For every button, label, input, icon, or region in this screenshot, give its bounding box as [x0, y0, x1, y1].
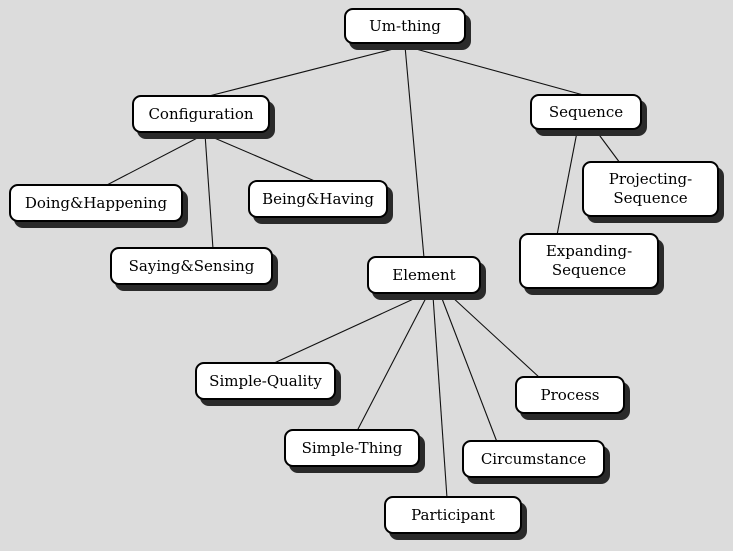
- node-label: Participant: [411, 505, 495, 524]
- node-label: Simple-Quality: [209, 371, 322, 390]
- edge-element-to-participant: [432, 295, 448, 499]
- node-label: Process: [540, 385, 600, 404]
- edge-element-to-simple-quality: [271, 295, 421, 365]
- node-label-line-2: Sequence: [551, 261, 627, 279]
- node-label: Doing&Happening: [24, 193, 168, 212]
- node-doing-happening: Doing&Happening: [9, 184, 183, 222]
- edge-um-thing-to-sequence: [404, 45, 588, 97]
- edge-element-to-circumstance: [440, 295, 498, 443]
- node-label: Um-thing: [369, 16, 441, 35]
- node-um-thing: Um-thing: [344, 8, 466, 44]
- node-label: Sequence: [548, 102, 624, 121]
- edge-sequence-to-expanding-sequence: [556, 131, 578, 236]
- node-participant: Participant: [384, 496, 522, 534]
- node-label: Configuration: [148, 104, 254, 123]
- edge-configuration-to-saying-sensing: [204, 133, 214, 250]
- node-configuration: Configuration: [132, 95, 270, 133]
- node-sequence: Sequence: [530, 94, 642, 130]
- node-simple-quality: Simple-Quality: [195, 362, 336, 400]
- node-label: Being&Having: [262, 189, 374, 208]
- node-simple-thing: Simple-Thing: [284, 429, 420, 467]
- node-label-line-1: Projecting-: [608, 170, 693, 188]
- edge-sequence-to-projecting-sequence: [596, 131, 621, 164]
- edge-um-thing-to-element: [404, 45, 425, 259]
- edge-um-thing-to-configuration: [204, 45, 406, 98]
- edge-element-to-process: [450, 295, 541, 379]
- node-saying-sensing: Saying&Sensing: [110, 247, 273, 285]
- edge-configuration-to-being-having: [204, 133, 318, 183]
- edge-configuration-to-doing-happening: [104, 133, 206, 187]
- node-label: Circumstance: [480, 449, 587, 468]
- node-label-line-1: Expanding-: [545, 242, 633, 260]
- node-being-having: Being&Having: [248, 180, 388, 218]
- edge-element-to-simple-thing: [356, 295, 428, 432]
- node-expanding-sequence: Expanding- Sequence: [519, 233, 659, 289]
- node-projecting-sequence: Projecting- Sequence: [582, 161, 719, 217]
- node-process: Process: [515, 376, 625, 414]
- node-label: Simple-Thing: [301, 438, 403, 457]
- node-element: Element: [367, 256, 481, 294]
- node-label-line-2: Sequence: [613, 189, 688, 207]
- node-circumstance: Circumstance: [462, 440, 605, 478]
- node-label: Element: [392, 265, 456, 284]
- node-label: Saying&Sensing: [128, 256, 255, 275]
